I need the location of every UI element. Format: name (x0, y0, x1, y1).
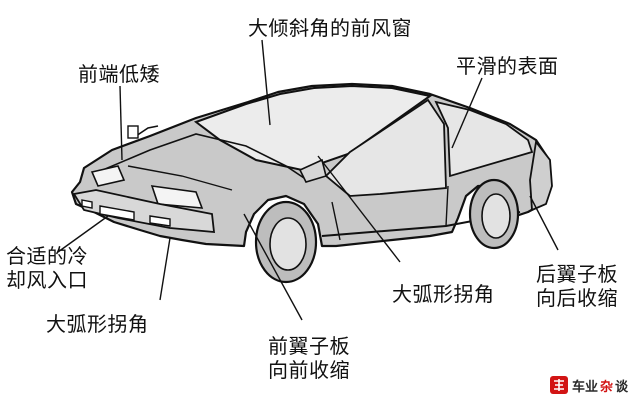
pointer-smooth-surface (451, 77, 483, 149)
watermark: 车业 杂 谈 (548, 374, 628, 396)
side-mirror (298, 158, 327, 183)
label-air-intake-line2: 却风入口 (6, 268, 88, 292)
label-big-arc-front: 大弧形拐角 (46, 312, 149, 336)
rear-wheel-rim (481, 193, 511, 239)
label-rear-fender-line1: 后翼子板 (536, 262, 618, 286)
label-smooth-surface: 平滑的表面 (456, 54, 559, 78)
watermark-logo-icon (549, 376, 568, 394)
watermark-text-2: 杂 (599, 379, 613, 395)
label-big-arc-side: 大弧形拐角 (392, 282, 495, 306)
windshield-glass (193, 84, 433, 172)
label-rear-fender: 后翼子板 向后收缩 (536, 262, 618, 310)
rear-end (529, 139, 553, 212)
headlight-left (90, 165, 126, 187)
headlight-right (150, 185, 204, 209)
antenna (135, 125, 159, 137)
pointer-front-low (119, 85, 123, 161)
grille-slot-2 (149, 215, 171, 227)
hood-fold (127, 165, 233, 191)
front-wheel-rim (269, 217, 307, 271)
label-front-fender-line1: 前翼子板 (268, 334, 350, 358)
pointer-big-arc-side (317, 155, 401, 263)
label-rear-fender-line2: 向后收缩 (536, 286, 618, 310)
label-windshield: 大倾斜角的前风窗 (248, 16, 412, 40)
pointer-lines (57, 39, 559, 321)
front-bumper (72, 189, 216, 233)
label-air-intake-line1: 合适的冷 (6, 244, 88, 268)
side-window-rear (434, 100, 534, 178)
label-front-fender: 前翼子板 向前收缩 (268, 334, 350, 382)
label-air-intake: 合适的冷 却风入口 (6, 244, 88, 292)
pointer-air-intake (57, 215, 109, 253)
pointer-windshield (261, 39, 271, 126)
pointer-rear-fender (529, 195, 559, 251)
label-front-low: 前端低矮 (78, 62, 160, 86)
label-front-fender-line2: 向前收缩 (268, 358, 350, 382)
watermark-text-1: 车业 (571, 379, 598, 395)
pointer-front-fender (243, 213, 303, 321)
watermark-text-3: 谈 (614, 379, 628, 395)
pointer-big-arc-front (159, 237, 171, 301)
grille-slot (99, 205, 135, 221)
side-window-front (324, 98, 447, 197)
grille-slot-3 (81, 199, 93, 209)
hood-crease (97, 133, 305, 179)
antenna-tip (127, 125, 139, 139)
